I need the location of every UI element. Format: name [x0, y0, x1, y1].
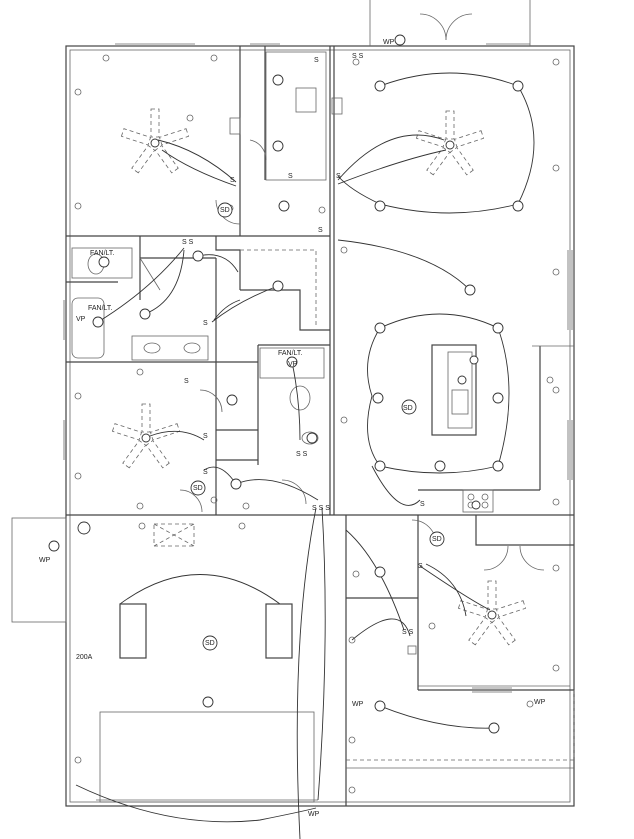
switch-label: S: [314, 57, 319, 64]
switch-label: S S S: [312, 505, 330, 512]
fan-light-label-bath-2: FAN/LT.: [88, 305, 112, 312]
ceiling-fan-icon: [457, 580, 527, 646]
switch-label: S S: [402, 629, 414, 636]
exhaust-fans: [229, 97, 343, 135]
wall-outlets: [74, 54, 560, 794]
smoke-detector-label: SD: [220, 207, 230, 214]
wp-label-bottom: WP: [308, 811, 320, 818]
wp-label-porch: WP: [352, 701, 364, 708]
smoke-detector-label: SD: [403, 405, 413, 412]
switch-label: S: [184, 378, 189, 385]
smoke-detector-label: SD: [205, 640, 215, 647]
vp-label-2: VP: [288, 361, 298, 368]
smoke-detector-label: SD: [193, 485, 203, 492]
switch-label: S: [418, 563, 423, 570]
labels: WP FAN/LT. FAN/LT. VP FAN/LT. VP SD SD S…: [39, 39, 546, 818]
light-fixtures: [48, 34, 524, 734]
switch-label: S: [336, 173, 341, 180]
switch-label: S S: [352, 53, 364, 60]
smoke-detectors: [190, 202, 445, 651]
switch-label: S: [230, 177, 235, 184]
vp-label-1: VP: [76, 316, 86, 323]
wp-label-left: WP: [39, 557, 51, 564]
bath-fixtures: [71, 87, 325, 445]
switch-label: S: [203, 469, 208, 476]
garage-fixtures: [119, 523, 417, 659]
switch-label: S: [318, 227, 323, 234]
windows: [63, 43, 573, 693]
wiring: [75, 72, 535, 839]
switch-label: S: [420, 501, 425, 508]
ceiling-fan-icon: [120, 108, 190, 174]
switch-label: S: [203, 320, 208, 327]
ceiling-fan-icon: [415, 110, 485, 176]
kitchen-island: [431, 344, 494, 513]
switch-label: S: [203, 433, 208, 440]
walls: [11, 0, 575, 807]
smoke-detector-label: SD: [432, 536, 442, 543]
fan-light-label-bath-1: FAN/LT.: [90, 250, 114, 257]
switch-label: S S: [296, 451, 308, 458]
wp-label-top: WP: [383, 39, 395, 46]
wp-label-right: WP: [534, 699, 546, 706]
fan-light-label-bath-3: FAN/LT.: [278, 350, 302, 357]
switch-label: S: [288, 173, 293, 180]
panel-label: 200A: [76, 654, 93, 661]
ceiling-fan-icon: [111, 403, 181, 469]
switch-label: S S: [182, 239, 194, 246]
